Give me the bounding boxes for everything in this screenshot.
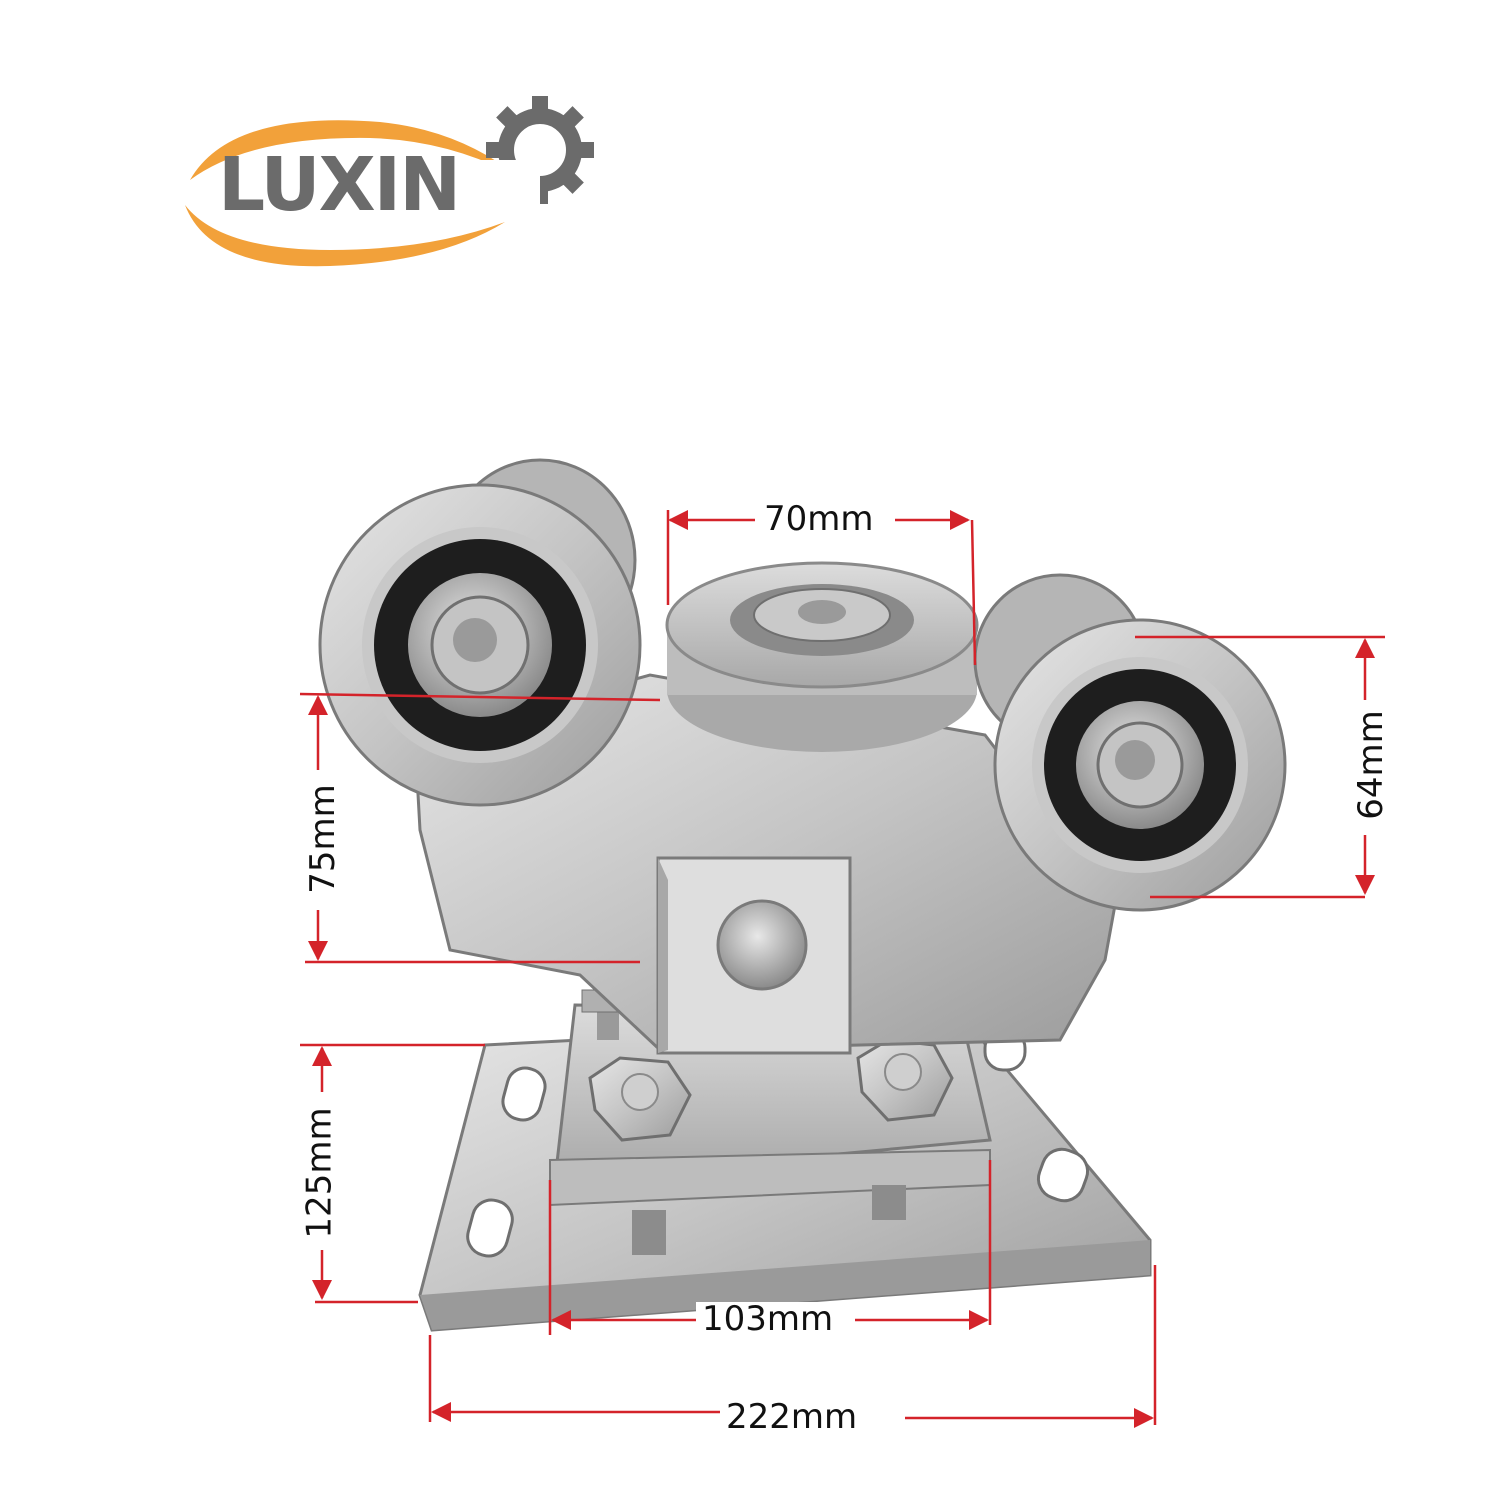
dimension-body-height: 75mm [303,778,343,900]
left-v-wheel [318,458,642,807]
guide-wheel [665,561,979,752]
dimension-wheel-diameter: 64mm [1351,704,1391,826]
logo-swoosh-bottom [185,205,505,267]
dimension-wheel-spacing: 70mm [758,502,880,536]
carriage-body [413,673,1117,1055]
dimension-lines [299,510,1385,1428]
gear-icon [480,96,594,220]
dimension-plate-height: 125mm [300,1101,340,1245]
dimension-bracket-width: 103mm [696,1302,840,1336]
right-v-wheel [973,573,1287,912]
brand-logo-text: LUXIN [218,142,461,228]
adjust-bracket [549,989,992,1255]
dimension-plate-width: 222mm [720,1400,864,1434]
logo-swoosh-top [190,120,520,180]
